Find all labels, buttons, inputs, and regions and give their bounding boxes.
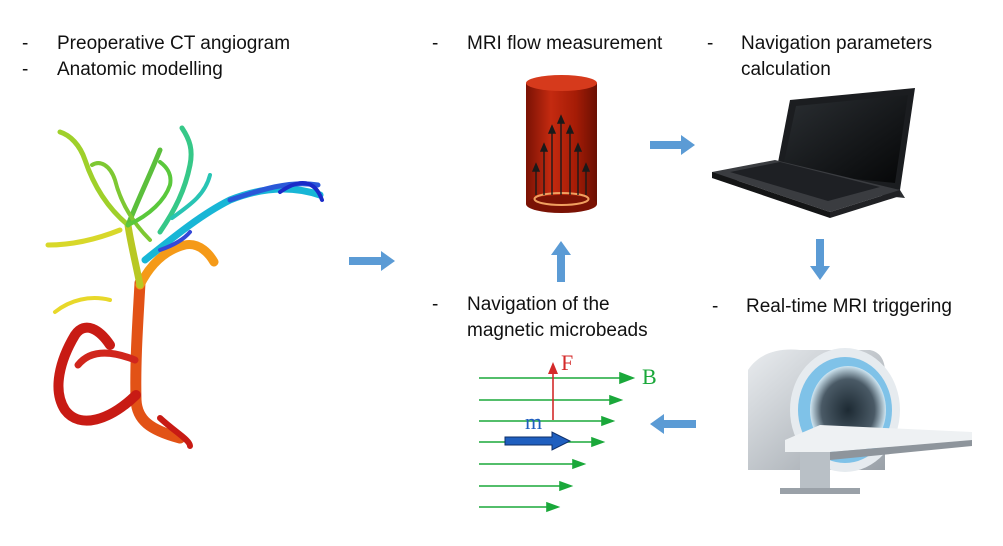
flow-arrow-up (551, 241, 571, 282)
flow-arrow-left (650, 414, 696, 434)
bullet-dash: - (432, 33, 439, 54)
trigger-label: Real-time MRI triggering (746, 296, 952, 317)
nav-params-label-1: Navigation parameters (741, 33, 933, 54)
vessel-flow-cylinder (526, 75, 597, 213)
bullet-dash: - (432, 294, 439, 315)
magnetic-moment-vector (504, 431, 572, 451)
vessel-tree-model (45, 125, 324, 449)
bullet-dash: - (707, 33, 714, 54)
force-label: F (561, 350, 573, 375)
navigation-label-2: magnetic microbeads (467, 320, 648, 341)
bullet-dash: - (22, 33, 29, 54)
nav-params-label-2: calculation (741, 59, 831, 80)
moment-label: m (525, 409, 542, 434)
field-label: B (642, 364, 657, 389)
flow-arrow-down (810, 239, 830, 280)
bullet-dash: - (22, 59, 29, 80)
ct-angiogram-label: Preoperative CT angiogram (57, 33, 291, 54)
flow-arrow-right (650, 135, 695, 155)
force-vector (548, 362, 558, 420)
magnetic-field-lines (479, 371, 636, 513)
anatomic-modelling-label: Anatomic modelling (57, 59, 223, 80)
mri-flow-label: MRI flow measurement (467, 33, 663, 54)
flow-arrow-right (349, 251, 395, 271)
bullet-dash: - (712, 296, 719, 317)
laptop-icon (712, 88, 915, 218)
mri-scanner-icon (748, 348, 972, 494)
navigation-label-1: Navigation of the (467, 294, 610, 315)
